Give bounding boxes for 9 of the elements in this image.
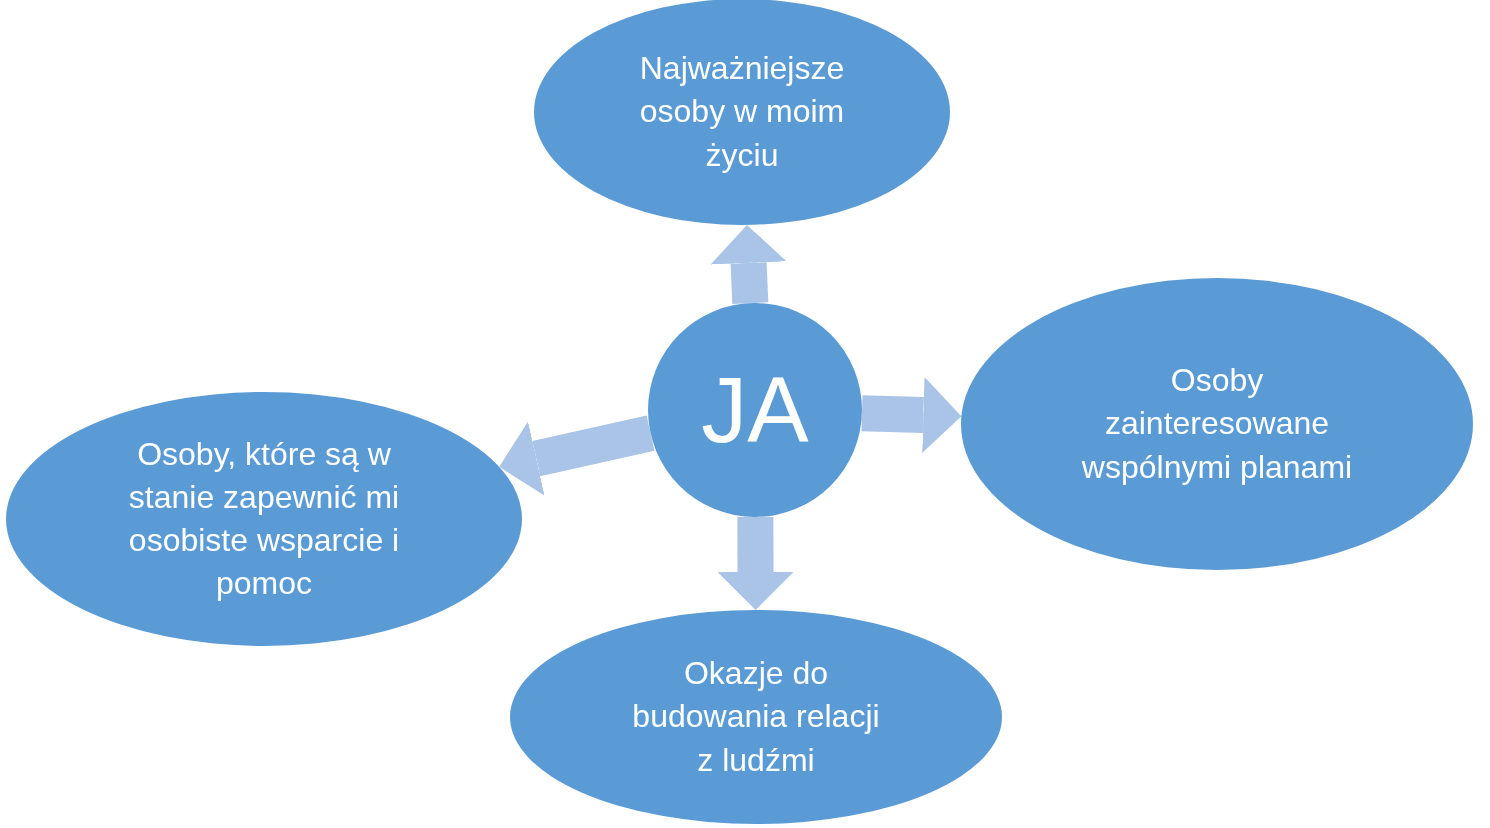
- block-arrow: [710, 224, 787, 304]
- block-arrow: [499, 415, 655, 496]
- node-label: JA: [701, 357, 809, 463]
- node-label: Okazje do budowania relacji z ludźmi: [631, 654, 881, 780]
- node-label: Osoby, które są w stanie zapewnić mi osobiste wsparcie i pomoc: [127, 434, 401, 604]
- node-label: Najważniejsze osoby w moim życiu: [638, 49, 846, 175]
- block-arrow: [717, 516, 794, 610]
- block-arrow: [861, 377, 962, 454]
- node-label: Osoby zainteresowane wspólnymi planami: [1080, 361, 1354, 487]
